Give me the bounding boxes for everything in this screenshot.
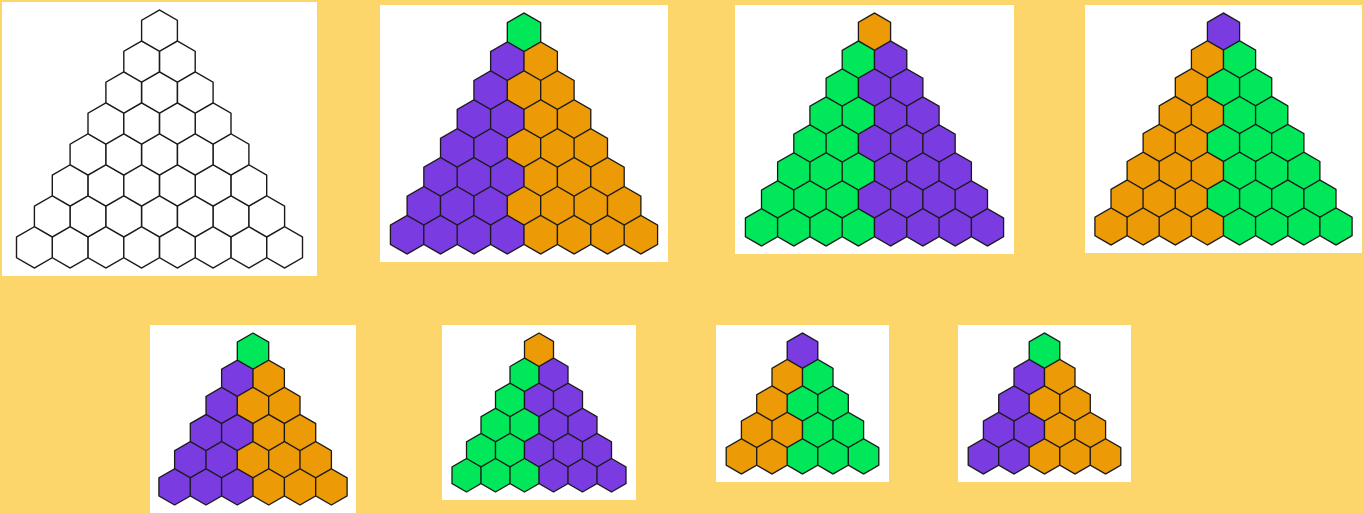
puzzle-panel-3 — [735, 5, 1014, 254]
grid-hex-cell — [177, 72, 213, 113]
grid-hex-cell — [177, 134, 213, 175]
grid-hex-cell — [142, 134, 178, 175]
grid-hex-cell — [124, 103, 160, 144]
grid-hex-cell — [231, 227, 267, 268]
puzzle-panel-7 — [716, 325, 889, 482]
grid-hex-cell — [142, 196, 178, 237]
grid-hex-cell — [160, 227, 196, 268]
colored-triangle-6 — [442, 325, 636, 500]
grid-hex-cell — [249, 196, 285, 237]
grid-hex-cell — [17, 227, 53, 268]
grid-hex-cell — [88, 103, 124, 144]
grid-hex-cell — [142, 72, 178, 113]
grid-hex-cell — [231, 165, 267, 206]
puzzle-panel-5 — [150, 325, 356, 513]
grid-hex-cell — [124, 227, 160, 268]
colored-triangle-8 — [958, 325, 1131, 482]
grid-hex-cell — [124, 41, 160, 82]
blank-grid-triangle — [2, 2, 317, 276]
grid-hex-cell — [106, 196, 142, 237]
grid-hex-cell — [52, 165, 88, 206]
grid-hex-cell — [213, 196, 249, 237]
grid-hex-cell — [52, 227, 88, 268]
colored-triangle-7 — [716, 325, 889, 482]
puzzle-panel-6 — [442, 325, 636, 500]
colored-triangle-5 — [150, 325, 356, 513]
grid-hex-cell — [142, 10, 178, 51]
grid-hex-cell — [177, 196, 213, 237]
grid-hex-cell — [160, 41, 196, 82]
grid-hex-cell — [34, 196, 70, 237]
grid-hex-cell — [195, 227, 231, 268]
puzzle-panel-4 — [1085, 5, 1362, 253]
grid-hex-cell — [160, 103, 196, 144]
grid-hex-cell — [267, 227, 303, 268]
grid-hex-cell — [88, 227, 124, 268]
grid-hex-cell — [106, 72, 142, 113]
grid-hex-cell — [195, 103, 231, 144]
puzzle-panel-2 — [380, 5, 668, 262]
grid-hex-cell — [70, 196, 106, 237]
grid-hex-cell — [88, 165, 124, 206]
grid-hex-cell — [106, 134, 142, 175]
puzzle-panel-8 — [958, 325, 1131, 482]
colored-triangle-4 — [1085, 5, 1362, 253]
grid-hex-cell — [70, 134, 106, 175]
grid-hex-cell — [160, 165, 196, 206]
colored-triangle-3 — [735, 5, 1014, 254]
grid-hex-cell — [124, 165, 160, 206]
grid-hex-cell — [195, 165, 231, 206]
colored-triangle-2 — [380, 5, 668, 262]
puzzle-panel-blank — [2, 2, 317, 276]
grid-hex-cell — [213, 134, 249, 175]
